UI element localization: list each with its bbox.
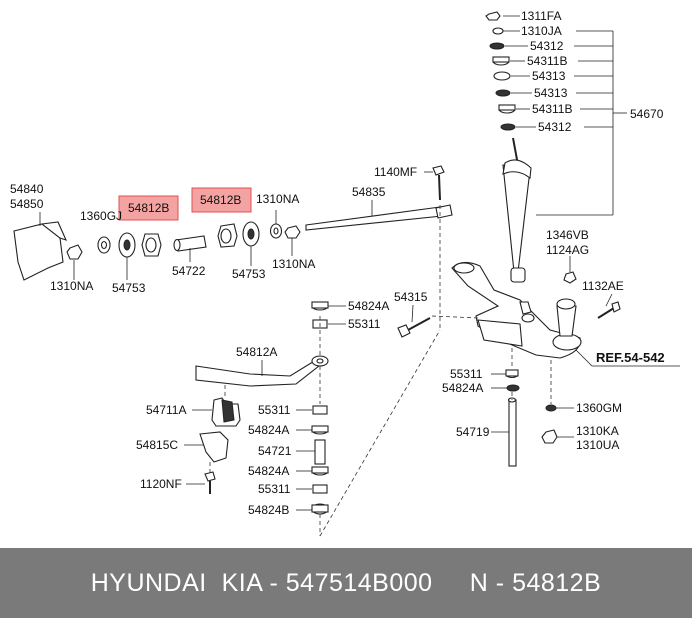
label-54824A-lower: 54824A <box>248 464 289 478</box>
label-54812A: 54812A <box>236 345 277 359</box>
label-1346VB: 1346VB <box>546 228 589 242</box>
label-54753-left: 54753 <box>112 281 146 295</box>
stabilizer-bushing-set <box>13 210 301 281</box>
label-54812B-left: 54812B <box>128 201 169 215</box>
label-1360GM: 1360GM <box>576 401 622 415</box>
label-54311B-bottom: 54311B <box>532 102 572 116</box>
label-54812B-right: 54812B <box>200 193 241 207</box>
label-1310KA: 1310KA <box>576 424 619 438</box>
label-1310NA-left: 1310NA <box>50 279 93 293</box>
label-1140MF: 1140MF <box>374 165 417 179</box>
label-54722: 54722 <box>172 264 206 278</box>
label-54835: 54835 <box>352 185 386 199</box>
label-54850: 54850 <box>10 197 44 211</box>
highlight-54812B-left <box>118 195 179 221</box>
label-1120NF: 1120NF <box>140 477 182 491</box>
label-54311B-top: 54311B <box>527 54 567 68</box>
label-54313-top: 54313 <box>532 69 566 83</box>
link-stack-center <box>296 301 441 537</box>
highlight-54812B-right <box>191 187 252 213</box>
label-54824A-right: 54824A <box>442 381 483 395</box>
label-54824A-top: 54824A <box>348 299 389 313</box>
stabilizer-bar <box>195 355 329 387</box>
label-1310UA: 1310UA <box>576 438 619 452</box>
label-54313-bottom: 54313 <box>534 86 568 100</box>
footer-part-info: HYUNDAI KIA - 547514B000 N - 54812B <box>90 568 602 597</box>
link-stack-right <box>491 348 574 467</box>
label-54824B: 54824B <box>248 503 289 517</box>
label-55311-right: 55311 <box>450 367 483 381</box>
label-1310NA-right: 1310NA <box>272 257 315 271</box>
label-1360GJ: 1360GJ <box>80 209 122 223</box>
label-54824A-center: 54824A <box>248 423 289 437</box>
label-55311-lower: 55311 <box>258 482 291 496</box>
stabilizer-bracket <box>184 384 241 494</box>
part-number-footer: HYUNDAI KIA - 547514B000 N - 54812B <box>0 548 692 618</box>
label-54670: 54670 <box>630 107 664 121</box>
label-55311-top: 55311 <box>348 317 381 331</box>
parts-diagram: 1311FA 1310JA 54312 54311B 54313 54313 5… <box>10 9 680 537</box>
label-54312-top: 54312 <box>530 39 564 53</box>
label-54840: 54840 <box>10 182 44 196</box>
label-55311-center: 55311 <box>258 403 291 417</box>
label-54815C: 54815C <box>136 438 178 452</box>
lower-control-arm <box>397 256 680 367</box>
shock-absorber-assembly <box>485 11 627 283</box>
label-1310NA-top: 1310NA <box>256 192 299 206</box>
label-1310JA: 1310JA <box>521 24 562 38</box>
label-1124AG: 1124AG <box>546 243 589 257</box>
label-54711A: 54711A <box>146 403 186 417</box>
label-54753-right: 54753 <box>232 267 266 281</box>
label-1132AE: 1132AE <box>582 279 624 293</box>
label-54315: 54315 <box>394 290 428 304</box>
label-54721: 54721 <box>258 444 292 458</box>
label-54719: 54719 <box>456 425 490 439</box>
label-1311FA: 1311FA <box>521 9 561 23</box>
strut-rod <box>305 165 453 330</box>
label-ref-54-542: REF.54-542 <box>596 350 665 365</box>
label-54312-bottom: 54312 <box>538 120 572 134</box>
